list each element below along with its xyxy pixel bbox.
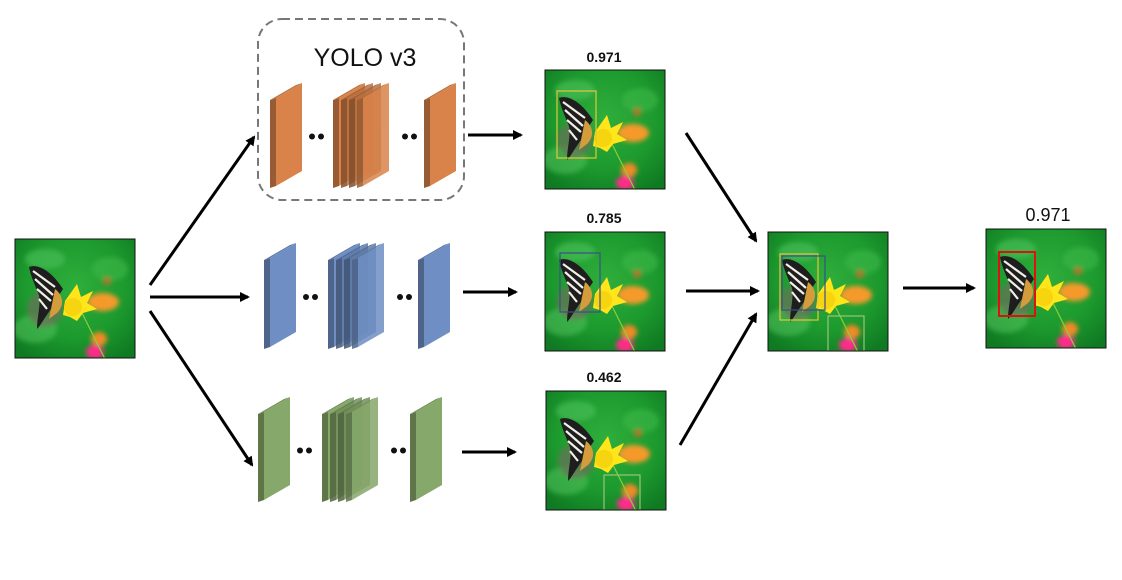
input-image xyxy=(14,238,136,359)
bbox-top xyxy=(556,90,597,159)
output-image-bottom xyxy=(545,390,667,511)
layer-top-first xyxy=(270,83,302,188)
final-image xyxy=(985,228,1107,349)
arrow-top-to-merge xyxy=(684,132,758,243)
arrow-input-to-bottom xyxy=(148,310,254,467)
score-top: 0.971 xyxy=(586,49,621,65)
ellipsis-bottom-2 xyxy=(391,447,406,454)
ellipsis-middle-2 xyxy=(397,294,412,300)
ellipsis-middle-1 xyxy=(303,294,318,300)
layer-bottom-stack-4 xyxy=(346,397,378,502)
layer-middle-last xyxy=(418,243,450,349)
output-image-top xyxy=(544,69,666,190)
layer-middle-first xyxy=(264,243,296,349)
bbox-middle xyxy=(559,252,601,313)
layer-bottom-last xyxy=(410,397,442,502)
ellipsis-top-2 xyxy=(402,133,417,140)
output-image-middle xyxy=(544,231,666,352)
layer-middle-stack-4 xyxy=(352,243,384,349)
arrow-bottom-to-merge xyxy=(678,312,758,446)
score-bottom: 0.462 xyxy=(586,369,621,385)
ellipsis-bottom-1 xyxy=(297,447,312,454)
bbox-final xyxy=(998,251,1036,317)
score-middle: 0.785 xyxy=(586,210,621,226)
merged-image xyxy=(767,231,889,352)
yolo-v3-title: YOLO v3 xyxy=(314,44,417,72)
bbox-merged-top xyxy=(779,253,819,321)
score-final: 0.971 xyxy=(1025,205,1070,225)
layer-top-stack-4 xyxy=(357,83,389,188)
arrow-input-to-top xyxy=(148,135,256,286)
bbox-merged-middle xyxy=(781,255,826,311)
layer-bottom-first xyxy=(258,397,290,502)
ellipsis-top-1 xyxy=(309,133,324,140)
yolo-v3-container xyxy=(257,18,465,201)
layer-top-last xyxy=(424,83,456,188)
